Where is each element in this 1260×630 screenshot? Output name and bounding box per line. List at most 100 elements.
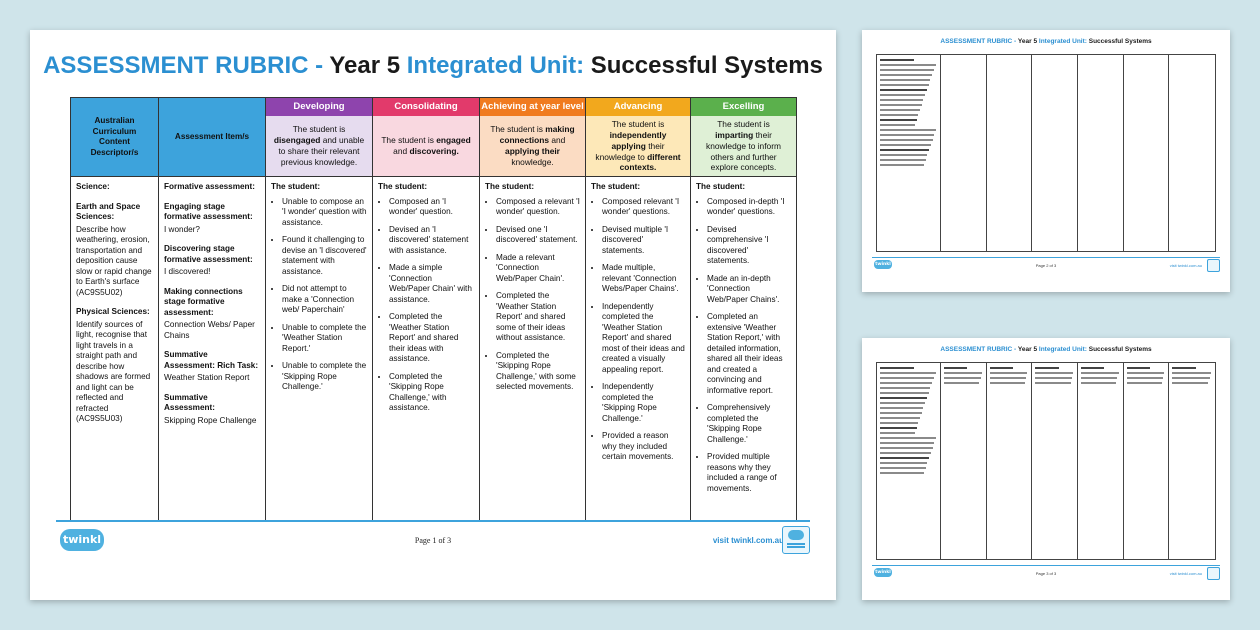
- thumb-column: [877, 363, 942, 559]
- thumb-column: [1078, 55, 1124, 251]
- student-heading: The student:: [271, 182, 321, 191]
- thumb-title-unit-name: Successful Systems: [1088, 346, 1152, 353]
- thumb-text-line: [1172, 372, 1211, 374]
- thumb-title-rubric: ASSESSMENT RUBRIC -: [940, 346, 1017, 353]
- thumb-text-line: [1035, 372, 1073, 374]
- criteria-item: Did not attempt to make a 'Connection we…: [282, 284, 367, 316]
- thumb-text-line: [880, 154, 928, 156]
- assessment-items-cell: Formative assessment:Engaging stage form…: [158, 176, 266, 522]
- criteria-list: Composed relevant 'I wonder' questions.D…: [591, 197, 685, 463]
- descriptor-label: Physical Sciences:: [76, 307, 150, 316]
- level-label-advancing: Advancing: [586, 98, 690, 117]
- thumb-text-line: [1081, 382, 1117, 384]
- thumb-title-year: Year 5: [1017, 346, 1038, 353]
- thumb-table: [876, 362, 1216, 560]
- thumb-text-line: [880, 377, 934, 379]
- header-assessment-item: Assessment Item/s: [158, 97, 266, 177]
- thumb-footer-divider: [872, 565, 1220, 566]
- thumb-page-number: Page 2 of 3: [1035, 263, 1057, 268]
- thumb-text-line: [880, 372, 936, 374]
- website-link[interactable]: visit twinkl.com.au: [712, 536, 784, 545]
- criteria-item: Completed the 'Weather Station Report' a…: [496, 291, 580, 344]
- level-description-consolidating: The student is engaged and discovering.: [381, 135, 471, 157]
- thumb-text-line: [880, 99, 924, 101]
- criteria-item: Independently completed the 'Skipping Ro…: [602, 382, 685, 424]
- thumb-badge-icon: [1207, 259, 1220, 272]
- thumb-text-line: [880, 89, 927, 91]
- thumb-text-line: [880, 144, 931, 146]
- level-description-developing: The student is disengaged and unable to …: [273, 124, 365, 167]
- rubric-page-2-thumbnail[interactable]: ASSESSMENT RUBRIC - Year 5 Integrated Un…: [862, 30, 1230, 292]
- criteria-item: Provided multiple reasons why they inclu…: [707, 452, 791, 494]
- assessment-item-text: Skipping Rope Challenge: [164, 415, 257, 425]
- thumb-text-line: [880, 382, 933, 384]
- excelling-cell: The student:Composed in-depth 'I wonder'…: [690, 176, 797, 522]
- level-description-advancing: The student is independently applying th…: [595, 118, 681, 173]
- thumb-text-line: [1126, 382, 1162, 384]
- quality-badge-icon: [782, 526, 810, 554]
- achieving-cell: The student:Composed a relevant 'I wonde…: [479, 176, 586, 522]
- thumb-text-line: [880, 164, 925, 166]
- thumb-text-line: [880, 447, 933, 449]
- rubric-page-3-thumbnail[interactable]: ASSESSMENT RUBRIC - Year 5 Integrated Un…: [862, 338, 1230, 600]
- thumb-text-line: [880, 119, 917, 121]
- student-heading: The student:: [378, 182, 428, 191]
- descriptor-label: Science:: [76, 182, 110, 191]
- criteria-item: Devised multiple 'I discovered' statemen…: [602, 225, 685, 257]
- thumb-text-line: [1035, 367, 1059, 369]
- assessment-item-label: Summative Assessment:: [164, 392, 215, 413]
- thumb-column: [1124, 363, 1170, 559]
- criteria-item: Devised comprehensive 'I discovered' sta…: [707, 225, 791, 267]
- thumb-twinkl-logo: twinkl: [874, 260, 892, 269]
- thumb-text-line: [1172, 377, 1210, 379]
- thumb-text-line: [880, 437, 937, 439]
- assessment-item-label: Formative assessment:: [164, 182, 256, 191]
- descriptor-text: Identify sources of light, recognise tha…: [76, 319, 151, 424]
- title-rubric: ASSESSMENT RUBRIC -: [43, 52, 324, 79]
- thumb-text-line: [880, 114, 919, 116]
- thumb-text-line: [880, 159, 926, 161]
- rubric-body-row: Science:Earth and Space Sciences:Describ…: [70, 176, 797, 522]
- criteria-item: Comprehensively completed the 'Skipping …: [707, 403, 791, 445]
- thumb-text-line: [880, 149, 930, 151]
- thumb-column: [987, 55, 1033, 251]
- thumb-text-line: [1035, 382, 1071, 384]
- thumb-text-line: [1035, 377, 1072, 379]
- criteria-item: Completed the 'Skipping Rope Challenge,'…: [389, 372, 474, 414]
- thumb-website: visit twinkl.com.au: [1169, 571, 1202, 576]
- descriptor-label: Earth and Space Sciences:: [76, 201, 141, 222]
- thumb-text-line: [880, 417, 921, 419]
- thumb-text-line: [944, 367, 968, 369]
- rubric-table: Australian Curriculum Content Descriptor…: [70, 97, 797, 522]
- thumb-text-line: [880, 442, 935, 444]
- advancing-cell: The student:Composed relevant 'I wonder'…: [585, 176, 691, 522]
- thumb-text-line: [1081, 372, 1119, 374]
- thumb-text-line: [1172, 382, 1209, 384]
- thumb-column: [1169, 363, 1215, 559]
- thumb-title: ASSESSMENT RUBRIC - Year 5 Integrated Un…: [862, 38, 1230, 45]
- criteria-item: Completed the 'Skipping Rope Challenge,'…: [496, 351, 580, 393]
- thumb-text-line: [944, 377, 981, 379]
- thumb-title-unit-name: Successful Systems: [1088, 38, 1152, 45]
- criteria-list: Composed in-depth 'I wonder' questions.D…: [696, 197, 791, 495]
- assessment-item-label: Summative Assessment: Rich Task:: [164, 350, 259, 370]
- thumb-page-number: Page 3 of 3: [1035, 571, 1057, 576]
- title-year: Year 5: [329, 52, 401, 79]
- thumb-text-line: [989, 382, 1025, 384]
- criteria-item: Composed an 'I wonder' question.: [389, 197, 474, 218]
- criteria-item: Devised one 'I discovered' statement.: [496, 225, 580, 246]
- assessment-item-label: Making connections stage formative asses…: [164, 286, 243, 317]
- criteria-item: Made a relevant 'Connection Web/Paper Ch…: [496, 253, 580, 285]
- thumb-text-line: [880, 472, 925, 474]
- criteria-item: Independently completed the 'Weather Sta…: [602, 302, 685, 376]
- thumb-text-line: [989, 377, 1027, 379]
- thumb-text-line: [1081, 367, 1105, 369]
- thumb-text-line: [880, 432, 915, 434]
- thumb-badge-icon: [1207, 567, 1220, 580]
- thumb-text-line: [880, 407, 924, 409]
